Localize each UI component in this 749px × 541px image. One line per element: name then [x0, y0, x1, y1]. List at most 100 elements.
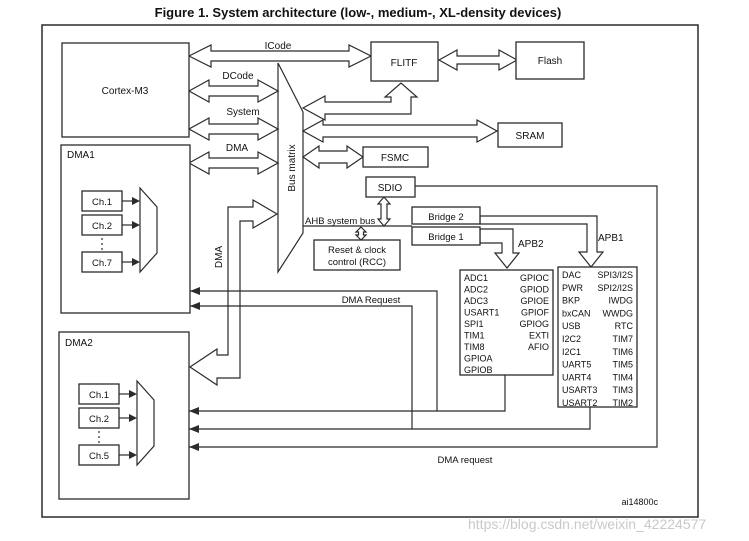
apb2-item: GPIOE	[520, 296, 549, 306]
apb2-item: GPIOB	[464, 365, 493, 375]
sdio-label: SDIO	[378, 183, 403, 194]
apb1-peripheral-list: DAC PWR BKP bxCAN USB I2C2 I2C1 UART5 UA…	[562, 270, 633, 408]
dma1-ch2-label: Ch.2	[92, 221, 112, 232]
apb1-peripherals-block	[557, 266, 638, 408]
apb1-item: RTC	[615, 321, 634, 331]
bus-matrix-shape	[277, 62, 304, 275]
dma1-block	[60, 144, 191, 314]
apb2-item: GPIOG	[519, 319, 549, 329]
dma-request-wires	[189, 185, 658, 451]
cortex-m3-label: Cortex-M3	[102, 86, 149, 97]
apb1-item: IWDG	[609, 296, 634, 306]
fsmc-block	[362, 146, 429, 168]
apb1-item: USART3	[562, 385, 597, 395]
apb1-item: BKP	[562, 296, 580, 306]
busmatrix-flitf-channel	[301, 82, 419, 122]
dma2-ch2-arrowhead	[129, 414, 137, 422]
fsmc-label: FSMC	[381, 153, 409, 164]
bridge2-block	[411, 206, 481, 225]
apb1-item: USB	[562, 321, 581, 331]
apb1-item: USART2	[562, 398, 597, 408]
dcode-bus-arrow	[187, 78, 280, 104]
dma-request-lower-label: DMA request	[438, 455, 493, 466]
busmatrix-sram-channel	[301, 118, 499, 144]
flash-block	[515, 41, 585, 80]
bus-matrix-block	[277, 62, 304, 275]
sram-block	[497, 122, 563, 148]
dma-bus-label: DMA	[226, 143, 249, 154]
sdio-dma2-request-wire	[189, 185, 658, 448]
dma1-ch2-arrowhead	[132, 221, 140, 229]
dma2-request-arrowhead-2	[189, 425, 199, 433]
dma1-ch1-arrowhead	[132, 197, 140, 205]
rcc-label-line1: Reset & clock	[328, 245, 386, 256]
watermark-text: https://blog.csdn.net/weixin_42224577	[468, 516, 706, 532]
apb2-item: ADC1	[464, 273, 488, 283]
figure-title: Figure 1. System architecture (low-, med…	[155, 5, 562, 20]
dma2-ch5-label: Ch.5	[89, 451, 109, 462]
dma2-request-arrowhead-1	[189, 407, 199, 415]
dma2-busmatrix-channel	[188, 198, 279, 387]
apb2-item: GPIOD	[520, 285, 550, 295]
bridge-apb1-channel	[479, 215, 605, 268]
apb2-item: TIM1	[464, 331, 485, 341]
apb1-item: TIM7	[612, 334, 633, 344]
apb2-label: APB2	[518, 239, 544, 250]
dma2-ch1-arrowhead	[129, 390, 137, 398]
dma2-label: DMA2	[65, 338, 93, 349]
apb2-item: GPIOA	[464, 354, 493, 364]
dma1-request-arrowhead-1	[190, 287, 200, 295]
apb2-dma1-request-wire	[190, 290, 438, 411]
diagram-frame	[41, 24, 699, 518]
apb1-item: I2C2	[562, 334, 581, 344]
dma-request-upper-label: DMA Request	[342, 295, 401, 306]
apb1-label: APB1	[598, 233, 624, 244]
apb1-item: UART4	[562, 372, 591, 382]
apb1-item: UART5	[562, 360, 591, 370]
apb1-item: I2C1	[562, 347, 581, 357]
apb2-item: ADC3	[464, 296, 488, 306]
dma1-mux-funnel	[139, 186, 158, 274]
system-bus-arrow	[187, 116, 280, 142]
ahb-rcc-arrow	[354, 226, 368, 241]
ahb-system-bus-label: AHB system bus	[305, 216, 375, 227]
artwork-id-label: ai14800c	[621, 497, 658, 507]
dma1-ch7-arrowhead	[132, 258, 140, 266]
dma2-controller	[58, 331, 190, 500]
flitf-block	[370, 41, 439, 82]
apb2-dma2-request-wire	[189, 375, 506, 412]
apb2-item: GPIOC	[520, 273, 550, 283]
apb1-item: TIM6	[612, 347, 633, 357]
apb1-item: SPI3/I2S	[597, 270, 633, 280]
apb1-dma1-request-wire	[190, 305, 413, 429]
apb1-item: TIM2	[612, 398, 633, 408]
apb2-item: USART1	[464, 308, 499, 318]
dma1-controller	[60, 144, 191, 314]
apb1-item: TIM4	[612, 372, 633, 382]
dma1-ch1-label: Ch.1	[92, 197, 112, 208]
flitf-label: FLITF	[391, 58, 418, 69]
sram-label: SRAM	[516, 131, 545, 142]
apb2-item: SPI1	[464, 319, 484, 329]
dma2-ch5-arrowhead	[129, 451, 137, 459]
dma1-ch7-label: Ch.7	[92, 258, 112, 269]
dcode-label: DCode	[222, 71, 254, 82]
apb1-item: TIM5	[612, 360, 633, 370]
bridge2-label: Bridge 2	[428, 212, 463, 223]
apb2-item: ADC2	[464, 285, 488, 295]
bridge1-label: Bridge 1	[428, 232, 463, 243]
dma2-ch1-label: Ch.1	[89, 390, 109, 401]
apb1-item: DAC	[562, 270, 582, 280]
dma-vertical-label: DMA	[214, 246, 225, 269]
apb1-item: PWR	[562, 283, 583, 293]
dma2-request-arrowhead-3	[189, 443, 199, 451]
apb2-peripheral-list: ADC1 ADC2 ADC3 USART1 SPI1 TIM1 TIM8 GPI…	[464, 273, 549, 375]
dma2-mux-funnel	[136, 379, 155, 467]
apb1-item: WWDG	[603, 308, 634, 318]
rcc-block	[313, 239, 401, 271]
apb2-item: TIM8	[464, 342, 485, 352]
busmatrix-fsmc-channel	[301, 144, 365, 170]
bridge1-block	[411, 226, 481, 246]
flash-label: Flash	[538, 56, 562, 67]
